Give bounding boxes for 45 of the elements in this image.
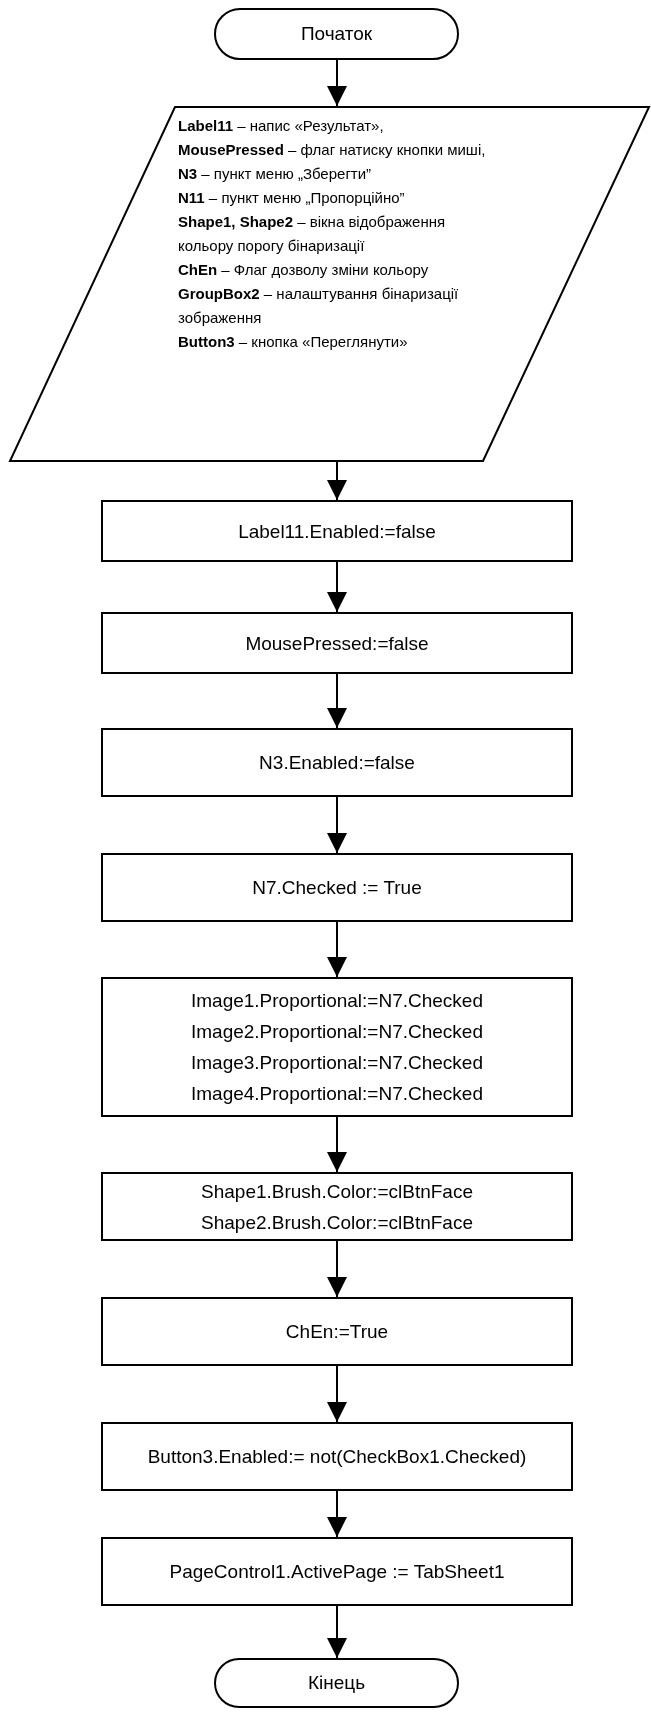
arrow [327, 1240, 347, 1298]
definition-text: N11 – пункт меню „Пропорційно” [178, 188, 406, 208]
arrow [327, 561, 347, 613]
terminator [214, 8, 459, 60]
definition-text: Shape1, Shape2 – вікна відображення кольору порогу бінаризації [178, 212, 447, 256]
statement-text: Image4.Proportional:=N7.Checked [190, 1082, 483, 1106]
statement-text: PageControl1.ActivePage := TabSheet1 [169, 1560, 505, 1584]
arrow [327, 1490, 347, 1538]
terminator [214, 1658, 459, 1708]
arrow [327, 1116, 347, 1173]
definition-text: Label11 – напис «Результат», [178, 116, 385, 136]
arrow [327, 461, 347, 501]
definition-text: ChEn – Флаг дозволу зміни кольору [178, 260, 430, 280]
definition-text: MousePressed – флаг натиску кнопки миші, [178, 140, 487, 160]
process-box [101, 612, 573, 674]
definition-text: Button3 – кнопка «Переглянути» [178, 332, 409, 352]
arrow [327, 59, 347, 107]
process-box [101, 1172, 573, 1241]
arrow [327, 1365, 347, 1423]
process-box [101, 728, 573, 797]
statement-text: MousePressed:=false [245, 631, 429, 656]
arrow [327, 921, 347, 978]
process-box [101, 1422, 573, 1491]
process-box [101, 1297, 573, 1366]
process-box [101, 977, 573, 1117]
arrow [327, 1605, 347, 1659]
arrow [327, 796, 347, 854]
statement-text: Shape2.Brush.Color:=clBtnFace [201, 1210, 473, 1235]
arrow [327, 673, 347, 729]
definition-text: N3 – пункт меню „Зберегти” [178, 164, 373, 184]
statement-text: Image1.Proportional:=N7.Checked [190, 989, 483, 1013]
process-box [101, 853, 573, 922]
statement-text: Shape1.Brush.Color:=clBtnFace [201, 1179, 473, 1204]
statement-text: ChEn:=True [285, 1320, 389, 1344]
terminator-label: Кінець [307, 1672, 366, 1694]
statement-text: Button3.Enabled:= not(CheckBox1.Checked) [147, 1445, 527, 1469]
definition-text: GroupBox2 – налаштування бінаризації зображення [178, 284, 460, 328]
statement-text: Image3.Proportional:=N7.Checked [190, 1051, 483, 1075]
process-box [101, 500, 573, 562]
statement-text: N3.Enabled:=false [259, 751, 415, 775]
terminator-label: Початок [300, 23, 373, 45]
statement-text: N7.Checked := True [252, 876, 422, 900]
statement-text: Label11.Enabled:=false [238, 519, 436, 544]
process-box [101, 1537, 573, 1606]
statement-text: Image2.Proportional:=N7.Checked [190, 1020, 483, 1044]
